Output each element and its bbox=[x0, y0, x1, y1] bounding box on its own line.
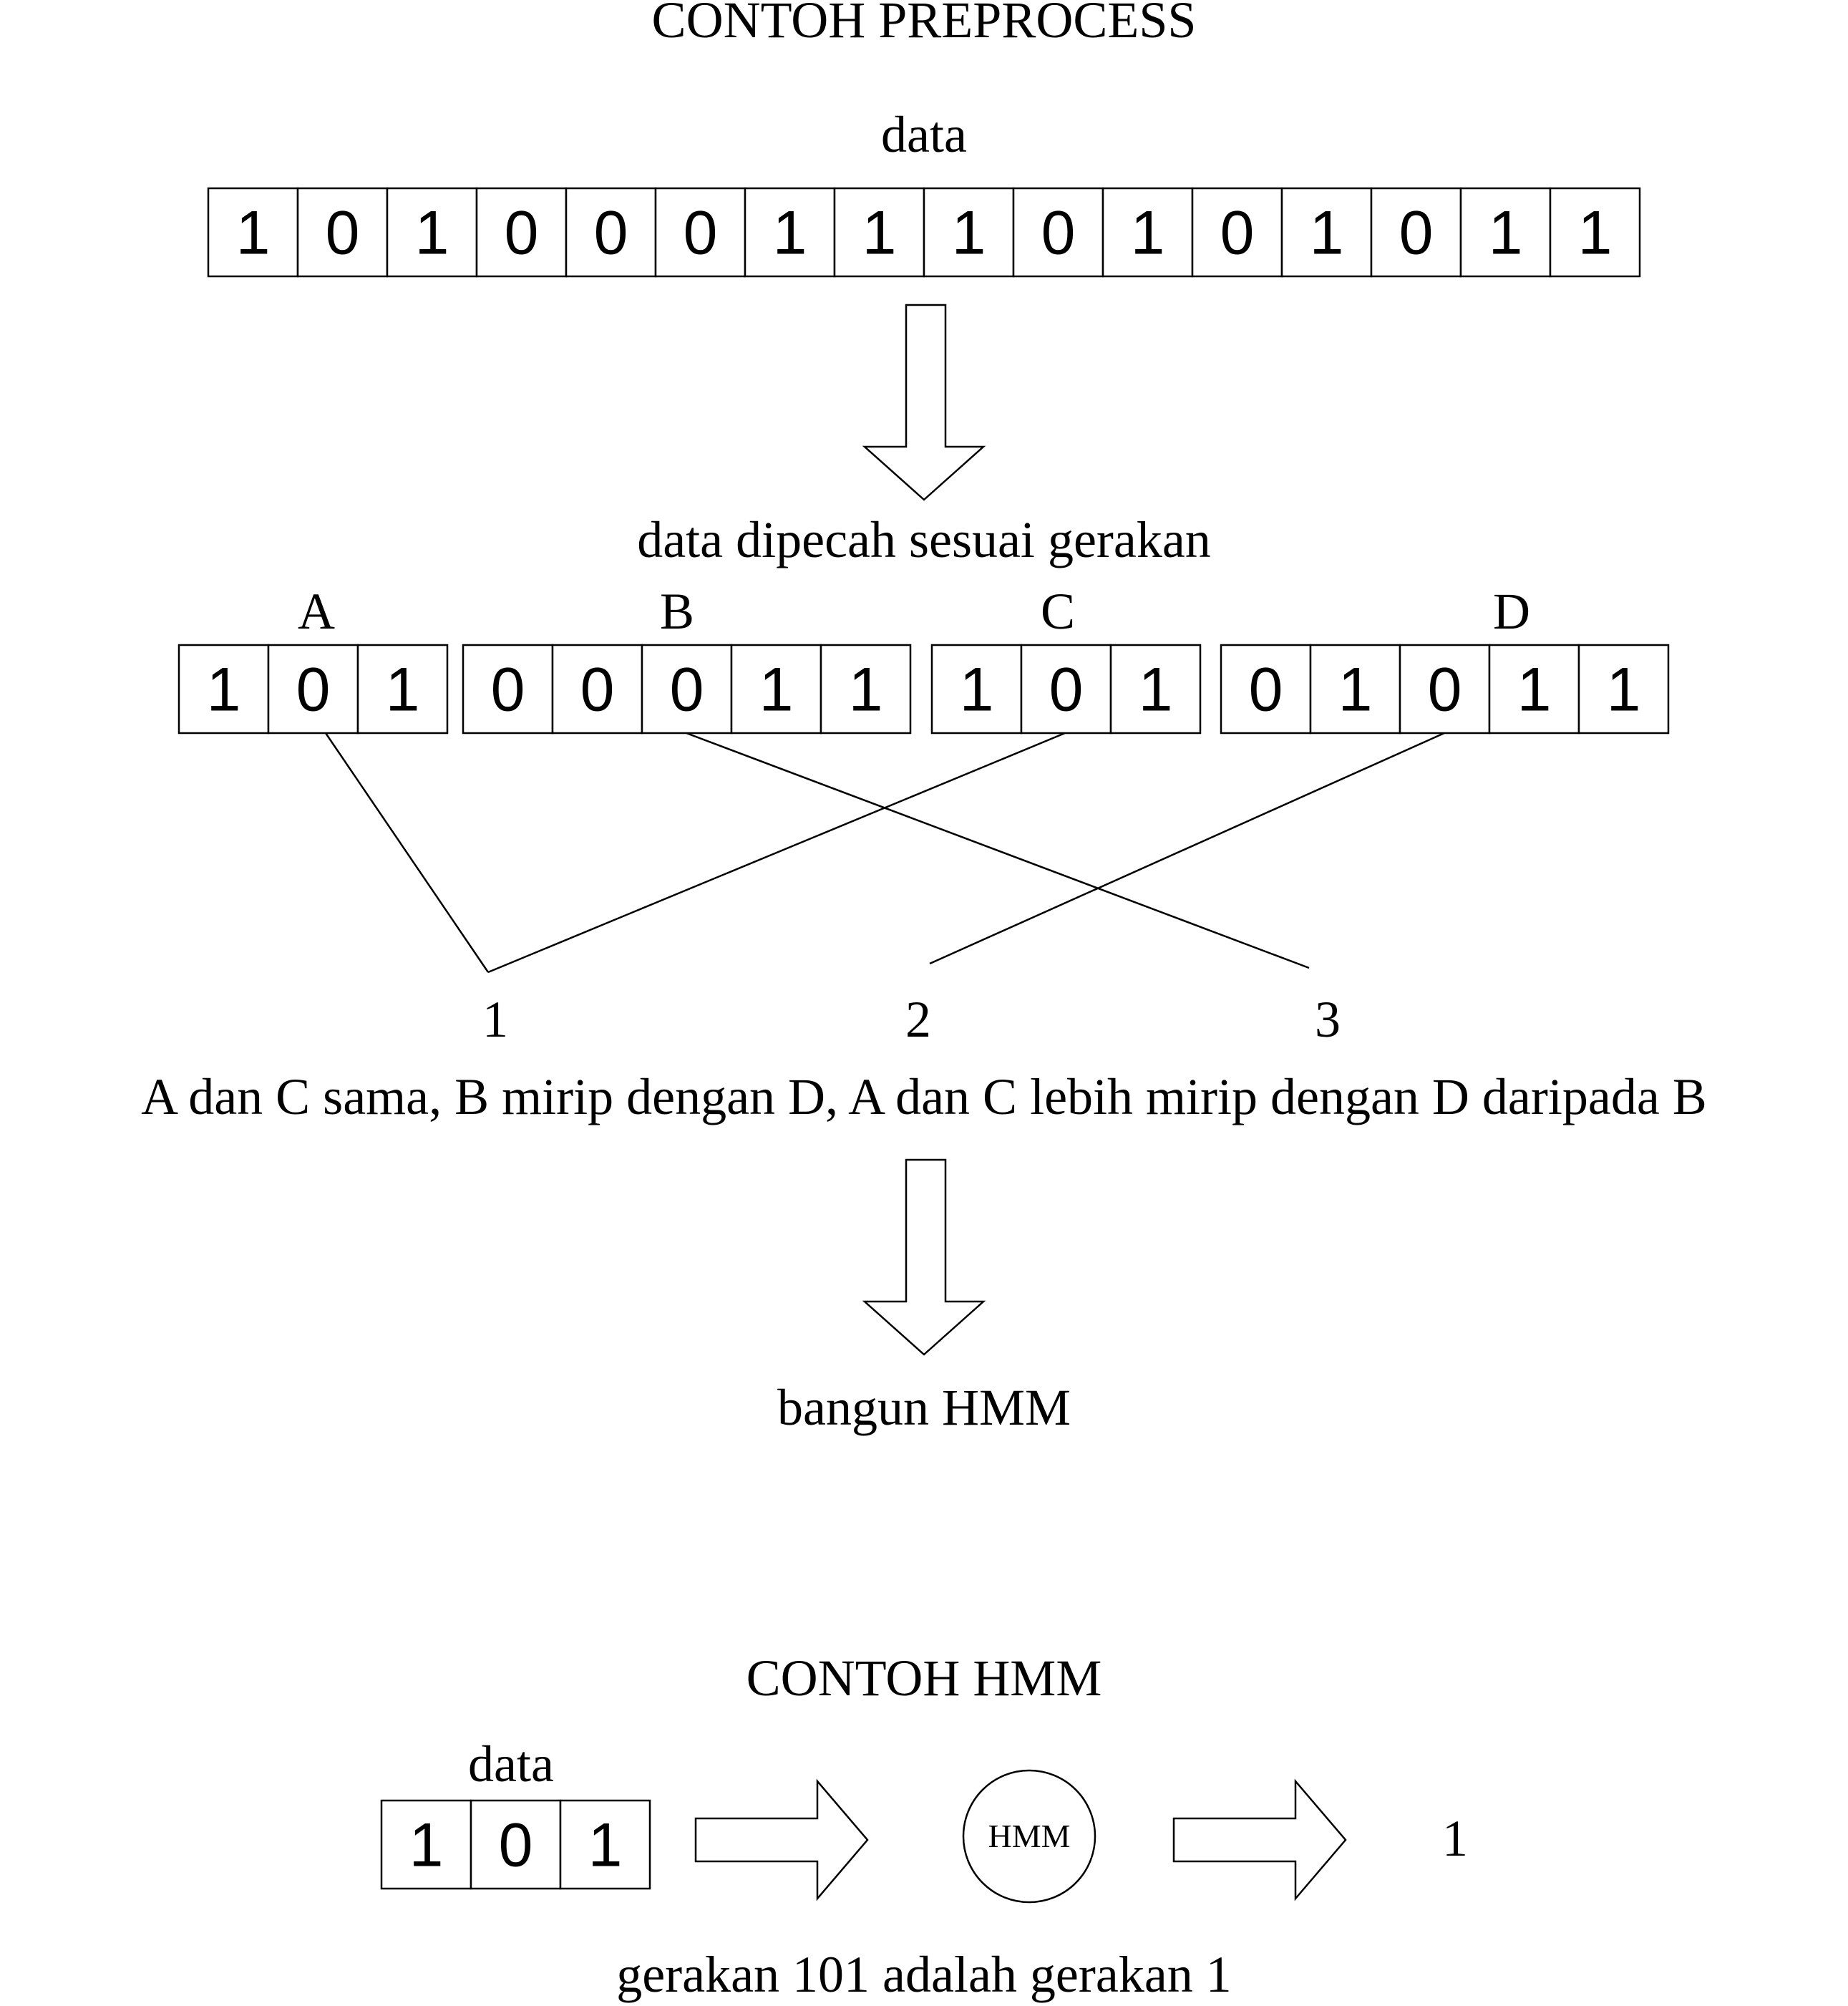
connector-a-to-1 bbox=[324, 732, 490, 973]
data-cell bbox=[1191, 187, 1283, 278]
hmm-caption: gerakan 101 adalah gerakan 1 bbox=[616, 1946, 1232, 2003]
group-number-2: 2 bbox=[905, 991, 931, 1048]
connector-d-to-2 bbox=[929, 732, 1445, 965]
segment-b-bit: 1 bbox=[849, 656, 883, 725]
hmm-input-cell bbox=[559, 1799, 651, 1890]
segment-d-bit: 1 bbox=[1607, 656, 1641, 725]
data-bit: 0 bbox=[1041, 199, 1076, 268]
segment-d-cell bbox=[1488, 644, 1580, 735]
hmm-input-cell bbox=[380, 1799, 472, 1890]
segment-d-cell bbox=[1220, 644, 1312, 735]
segment-label-d: D bbox=[1493, 583, 1530, 640]
data-bit: 0 bbox=[505, 199, 539, 268]
data-bit: 1 bbox=[862, 199, 897, 268]
group-number-1: 1 bbox=[482, 991, 508, 1048]
down-arrow-icon bbox=[862, 1158, 986, 1356]
segment-b-cell bbox=[820, 644, 912, 735]
segment-a-bit: 1 bbox=[386, 656, 420, 725]
right-arrow-icon bbox=[1172, 1778, 1347, 1901]
data-cell bbox=[1549, 187, 1641, 278]
segment-b-cell bbox=[462, 644, 554, 735]
data-bit: 1 bbox=[415, 199, 449, 268]
split-label: data dipecah sesuai gerakan bbox=[637, 511, 1211, 568]
segment-label-b: B bbox=[660, 583, 694, 640]
data-cell bbox=[744, 187, 836, 278]
segment-d-cell bbox=[1577, 644, 1670, 735]
data-cell bbox=[654, 187, 747, 278]
group-number-3: 3 bbox=[1315, 991, 1341, 1048]
hmm-input-bit: 1 bbox=[588, 1811, 623, 1880]
segment-b-bit: 0 bbox=[580, 656, 615, 725]
segment-a-cell bbox=[177, 644, 270, 735]
data-bit: 1 bbox=[236, 199, 271, 268]
segment-c-cell bbox=[1109, 644, 1202, 735]
preprocess-title: CONTOH PREPROCESS bbox=[652, 0, 1197, 49]
data-cell bbox=[833, 187, 925, 278]
data-bit: 0 bbox=[1220, 199, 1255, 268]
data-bit: 1 bbox=[1310, 199, 1344, 268]
hmm-input-bit: 0 bbox=[499, 1811, 533, 1880]
segment-c-bit: 1 bbox=[1139, 656, 1173, 725]
data-bit: 0 bbox=[594, 199, 628, 268]
segment-b-cell bbox=[730, 644, 822, 735]
segment-a-cell bbox=[356, 644, 449, 735]
segment-d-cell bbox=[1309, 644, 1401, 735]
segment-a-bit: 0 bbox=[296, 656, 331, 725]
down-arrow-icon bbox=[862, 304, 986, 501]
hmm-input-bit: 1 bbox=[409, 1811, 444, 1880]
hmm-title: CONTOH HMM bbox=[747, 1649, 1102, 1707]
data-bit: 0 bbox=[684, 199, 718, 268]
hmm-input-cell bbox=[470, 1799, 562, 1890]
data-cell bbox=[1370, 187, 1462, 278]
segment-c-bit: 0 bbox=[1049, 656, 1084, 725]
segment-a-bit: 1 bbox=[207, 656, 241, 725]
data-bit: 1 bbox=[773, 199, 807, 268]
segment-a-cell bbox=[267, 644, 359, 735]
data-cell bbox=[565, 187, 657, 278]
data-bit: 1 bbox=[1489, 199, 1523, 268]
data-cell bbox=[207, 187, 299, 278]
segment-c-bit: 1 bbox=[960, 656, 994, 725]
segment-label-c: C bbox=[1041, 583, 1075, 640]
data-cell bbox=[1280, 187, 1373, 278]
data-cell bbox=[923, 187, 1015, 278]
connector-c-to-1 bbox=[487, 732, 1066, 974]
build-hmm-label: bangun HMM bbox=[777, 1379, 1071, 1436]
segment-label-a: A bbox=[298, 583, 335, 640]
hmm-node-label: HMM bbox=[988, 1818, 1070, 1854]
data-cell bbox=[386, 187, 478, 278]
data-bit: 0 bbox=[1399, 199, 1434, 268]
segment-d-bit: 0 bbox=[1428, 656, 1462, 725]
segment-b-cell bbox=[641, 644, 733, 735]
segment-d-bit: 1 bbox=[1517, 656, 1552, 725]
segment-b-bit: 0 bbox=[670, 656, 704, 725]
segment-b-bit: 0 bbox=[491, 656, 525, 725]
hmm-node bbox=[962, 1769, 1096, 1904]
segment-d-bit: 1 bbox=[1338, 656, 1373, 725]
data-cell bbox=[1012, 187, 1104, 278]
conclusion-text: A dan C sama, B mirip dengan D, A dan C … bbox=[141, 1068, 1707, 1125]
data-bit: 1 bbox=[1578, 199, 1613, 268]
data-bit: 1 bbox=[1131, 199, 1165, 268]
segment-d-bit: 0 bbox=[1249, 656, 1283, 725]
segment-c-cell bbox=[930, 644, 1023, 735]
segment-b-cell bbox=[551, 644, 643, 735]
data-bit: 0 bbox=[326, 199, 360, 268]
data-bit: 1 bbox=[952, 199, 986, 268]
data-label: data bbox=[881, 106, 967, 163]
hmm-output: 1 bbox=[1442, 1810, 1468, 1867]
connector-b-to-3 bbox=[686, 732, 1310, 969]
right-arrow-icon bbox=[694, 1778, 869, 1901]
segment-b-bit: 1 bbox=[759, 656, 794, 725]
hmm-data-label: data bbox=[468, 1735, 554, 1793]
data-cell bbox=[296, 187, 389, 278]
